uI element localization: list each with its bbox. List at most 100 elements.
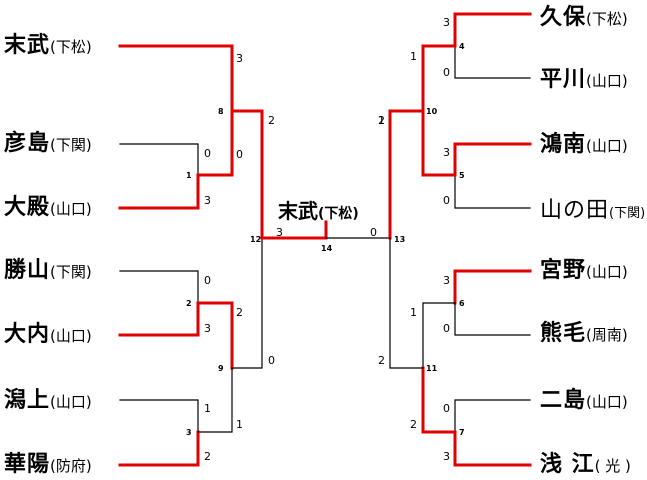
team-region: (防府) [50, 457, 92, 475]
right-team-1: 久保(下松) [540, 6, 628, 30]
team-name: 彦島 [4, 131, 51, 156]
team-region: (下松) [586, 10, 628, 28]
team-name: 大殿 [4, 195, 51, 220]
team-region: (下関) [50, 136, 92, 154]
right-team-4: 山の田(下関) [540, 199, 645, 223]
score-7-a: 0 [443, 402, 450, 415]
line-left-team-6 [119, 399, 199, 433]
line-left-team-3 [118, 173, 200, 210]
line-right-team-2 [454, 45, 531, 79]
right-team-3: 鴻南(山口) [540, 133, 628, 157]
match-number-5: 5 [459, 171, 465, 180]
score-5-a: 3 [443, 146, 450, 159]
team-name: 大内 [4, 322, 51, 347]
line-match-1-to-8 [196, 109, 234, 177]
team-name: 華陽 [4, 452, 51, 477]
score-4-a: 3 [443, 16, 450, 29]
match-number-3: 3 [186, 428, 192, 437]
line-right-team-4 [454, 174, 531, 209]
team-region: (周南) [586, 326, 628, 344]
team-name: 潟上 [4, 388, 51, 413]
team-region: (下関) [50, 263, 92, 281]
left-team-2: 彦島(下関) [4, 132, 92, 156]
score-1-a: 0 [204, 147, 211, 160]
left-team-3: 大殿(山口) [4, 196, 92, 220]
line-right-team-7 [454, 399, 531, 433]
left-team-7: 華陽(防府) [4, 453, 92, 477]
team-region: ( 光 ) [594, 457, 631, 475]
score-6-a: 3 [443, 274, 450, 287]
team-name: 久保 [540, 5, 587, 30]
match-number-9: 9 [218, 364, 224, 373]
score-8-a: 3 [236, 52, 243, 65]
line-match-8-to-12 [230, 109, 264, 240]
team-region: (山口) [50, 200, 92, 218]
team-region: (下関) [609, 206, 646, 221]
line-match-4-to-10 [421, 44, 457, 113]
right-team-8: 浅 江( 光 ) [540, 453, 631, 477]
line-left-team-2 [119, 143, 199, 176]
team-region: (山口) [586, 263, 628, 281]
team-name: 鴻南 [540, 132, 587, 157]
match-number-1: 1 [186, 171, 192, 180]
line-match-10-to-13 [388, 109, 425, 240]
match-number-6: 6 [459, 299, 465, 308]
team-name: 勝山 [4, 258, 51, 283]
team-name: 山の田 [540, 198, 610, 223]
score-5-b: 0 [443, 194, 450, 207]
team-name: 浅 江 [540, 452, 595, 477]
line-match-5-to-10 [421, 109, 457, 177]
score-3-a: 1 [204, 402, 211, 415]
match-number-10: 10 [426, 107, 438, 116]
line-right-team-3 [453, 142, 532, 177]
champion-region: (下松) [318, 206, 359, 222]
left-team-6: 潟上(山口) [4, 389, 92, 413]
team-name: 末武 [4, 33, 51, 58]
score-11-a: 1 [410, 306, 417, 319]
left-team-4: 勝山(下関) [4, 259, 92, 283]
line-right-team-1 [453, 12, 532, 48]
champion-label: 末武(下松) [278, 199, 359, 226]
match-number-11: 11 [426, 364, 438, 373]
line-left-team-5 [118, 301, 200, 337]
match-number-7: 7 [459, 428, 465, 437]
line-left-team-1 [118, 44, 234, 113]
match-number-4: 4 [459, 42, 465, 51]
score-8-b: 0 [236, 148, 243, 161]
team-name: 二島 [540, 388, 587, 413]
score-12-a: 2 [268, 114, 275, 127]
score-10-a: 1 [410, 50, 417, 63]
right-team-7: 二島(山口) [540, 389, 628, 413]
score-2-a: 0 [204, 274, 211, 287]
score-13-a: 2 [378, 354, 385, 367]
team-region: (山口) [50, 393, 92, 411]
team-name: 宮野 [540, 258, 587, 283]
line-left-team-7 [118, 430, 200, 467]
line-left-team-4 [119, 270, 199, 304]
score-6-b: 0 [443, 322, 450, 335]
line-match-6-to-11 [422, 302, 456, 369]
score-13-b: 1 [378, 114, 385, 127]
score-11-b: 2 [410, 418, 417, 431]
line-right-team-6 [454, 302, 531, 336]
left-team-5: 大内(山口) [4, 323, 92, 347]
score-4-b: 0 [443, 66, 450, 79]
right-team-2: 平川(山口) [540, 68, 628, 92]
left-team-1: 末武(下松) [4, 34, 92, 58]
team-region: (下松) [50, 38, 92, 56]
line-match-3-to-9 [197, 367, 233, 433]
right-team-6: 熊毛(周南) [540, 322, 628, 346]
score-7-b: 3 [443, 450, 450, 463]
score-12-b: 0 [268, 354, 275, 367]
team-region: (山口) [586, 72, 628, 90]
match-number-14: 14 [321, 244, 333, 253]
team-name: 平川 [540, 67, 587, 92]
score-14-a: 3 [276, 226, 283, 239]
line-right-team-5 [453, 269, 532, 305]
match-number-8: 8 [218, 107, 224, 116]
score-3-b: 2 [204, 450, 211, 463]
score-1-b: 3 [204, 194, 211, 207]
score-9-a: 2 [236, 306, 243, 319]
